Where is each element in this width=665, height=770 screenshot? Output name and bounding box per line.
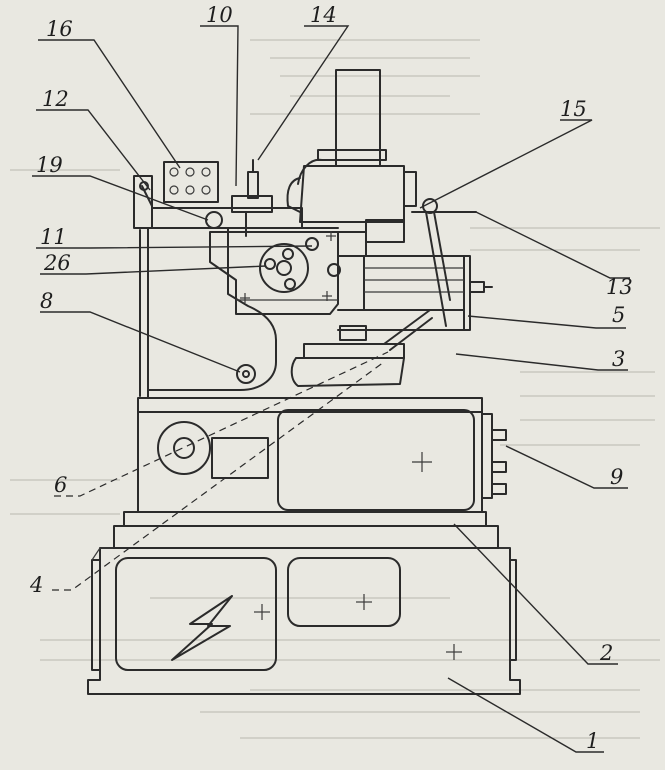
label-15: 15 [560,97,587,121]
plinth [113,511,499,549]
label-4: 4 [29,573,43,597]
label-2: 2 [599,641,613,665]
button-panel-icon [163,161,219,203]
label-3: 3 [612,347,625,371]
leader-lines [32,25,630,753]
label-14: 14 [310,3,337,27]
label-5: 5 [612,303,625,327]
gearbox [337,198,493,331]
label-6: 6 [54,473,67,497]
label-8: 8 [40,289,53,313]
spindle-motor [286,69,417,257]
label-10: 10 [206,3,233,27]
machine-base [87,547,521,695]
lightning-bolt-icon [171,595,233,661]
upper-crossbar [151,159,303,237]
callout-labels: 16 10 14 12 15 19 11 26 8 13 5 3 9 6 4 2… [29,3,633,753]
machine-column [133,175,341,399]
work-table [290,309,433,387]
machine-bed [137,397,493,513]
bleed-through-lines [10,39,660,739]
label-1: 1 [586,729,599,753]
label-26: 26 [43,251,71,275]
label-13: 13 [606,275,633,299]
label-16: 16 [46,17,73,41]
control-knob-icon [491,429,507,495]
label-11: 11 [40,225,67,249]
label-12: 12 [42,87,69,111]
base-cross-marks [254,594,462,660]
label-19: 19 [36,153,63,177]
label-9: 9 [610,465,623,489]
